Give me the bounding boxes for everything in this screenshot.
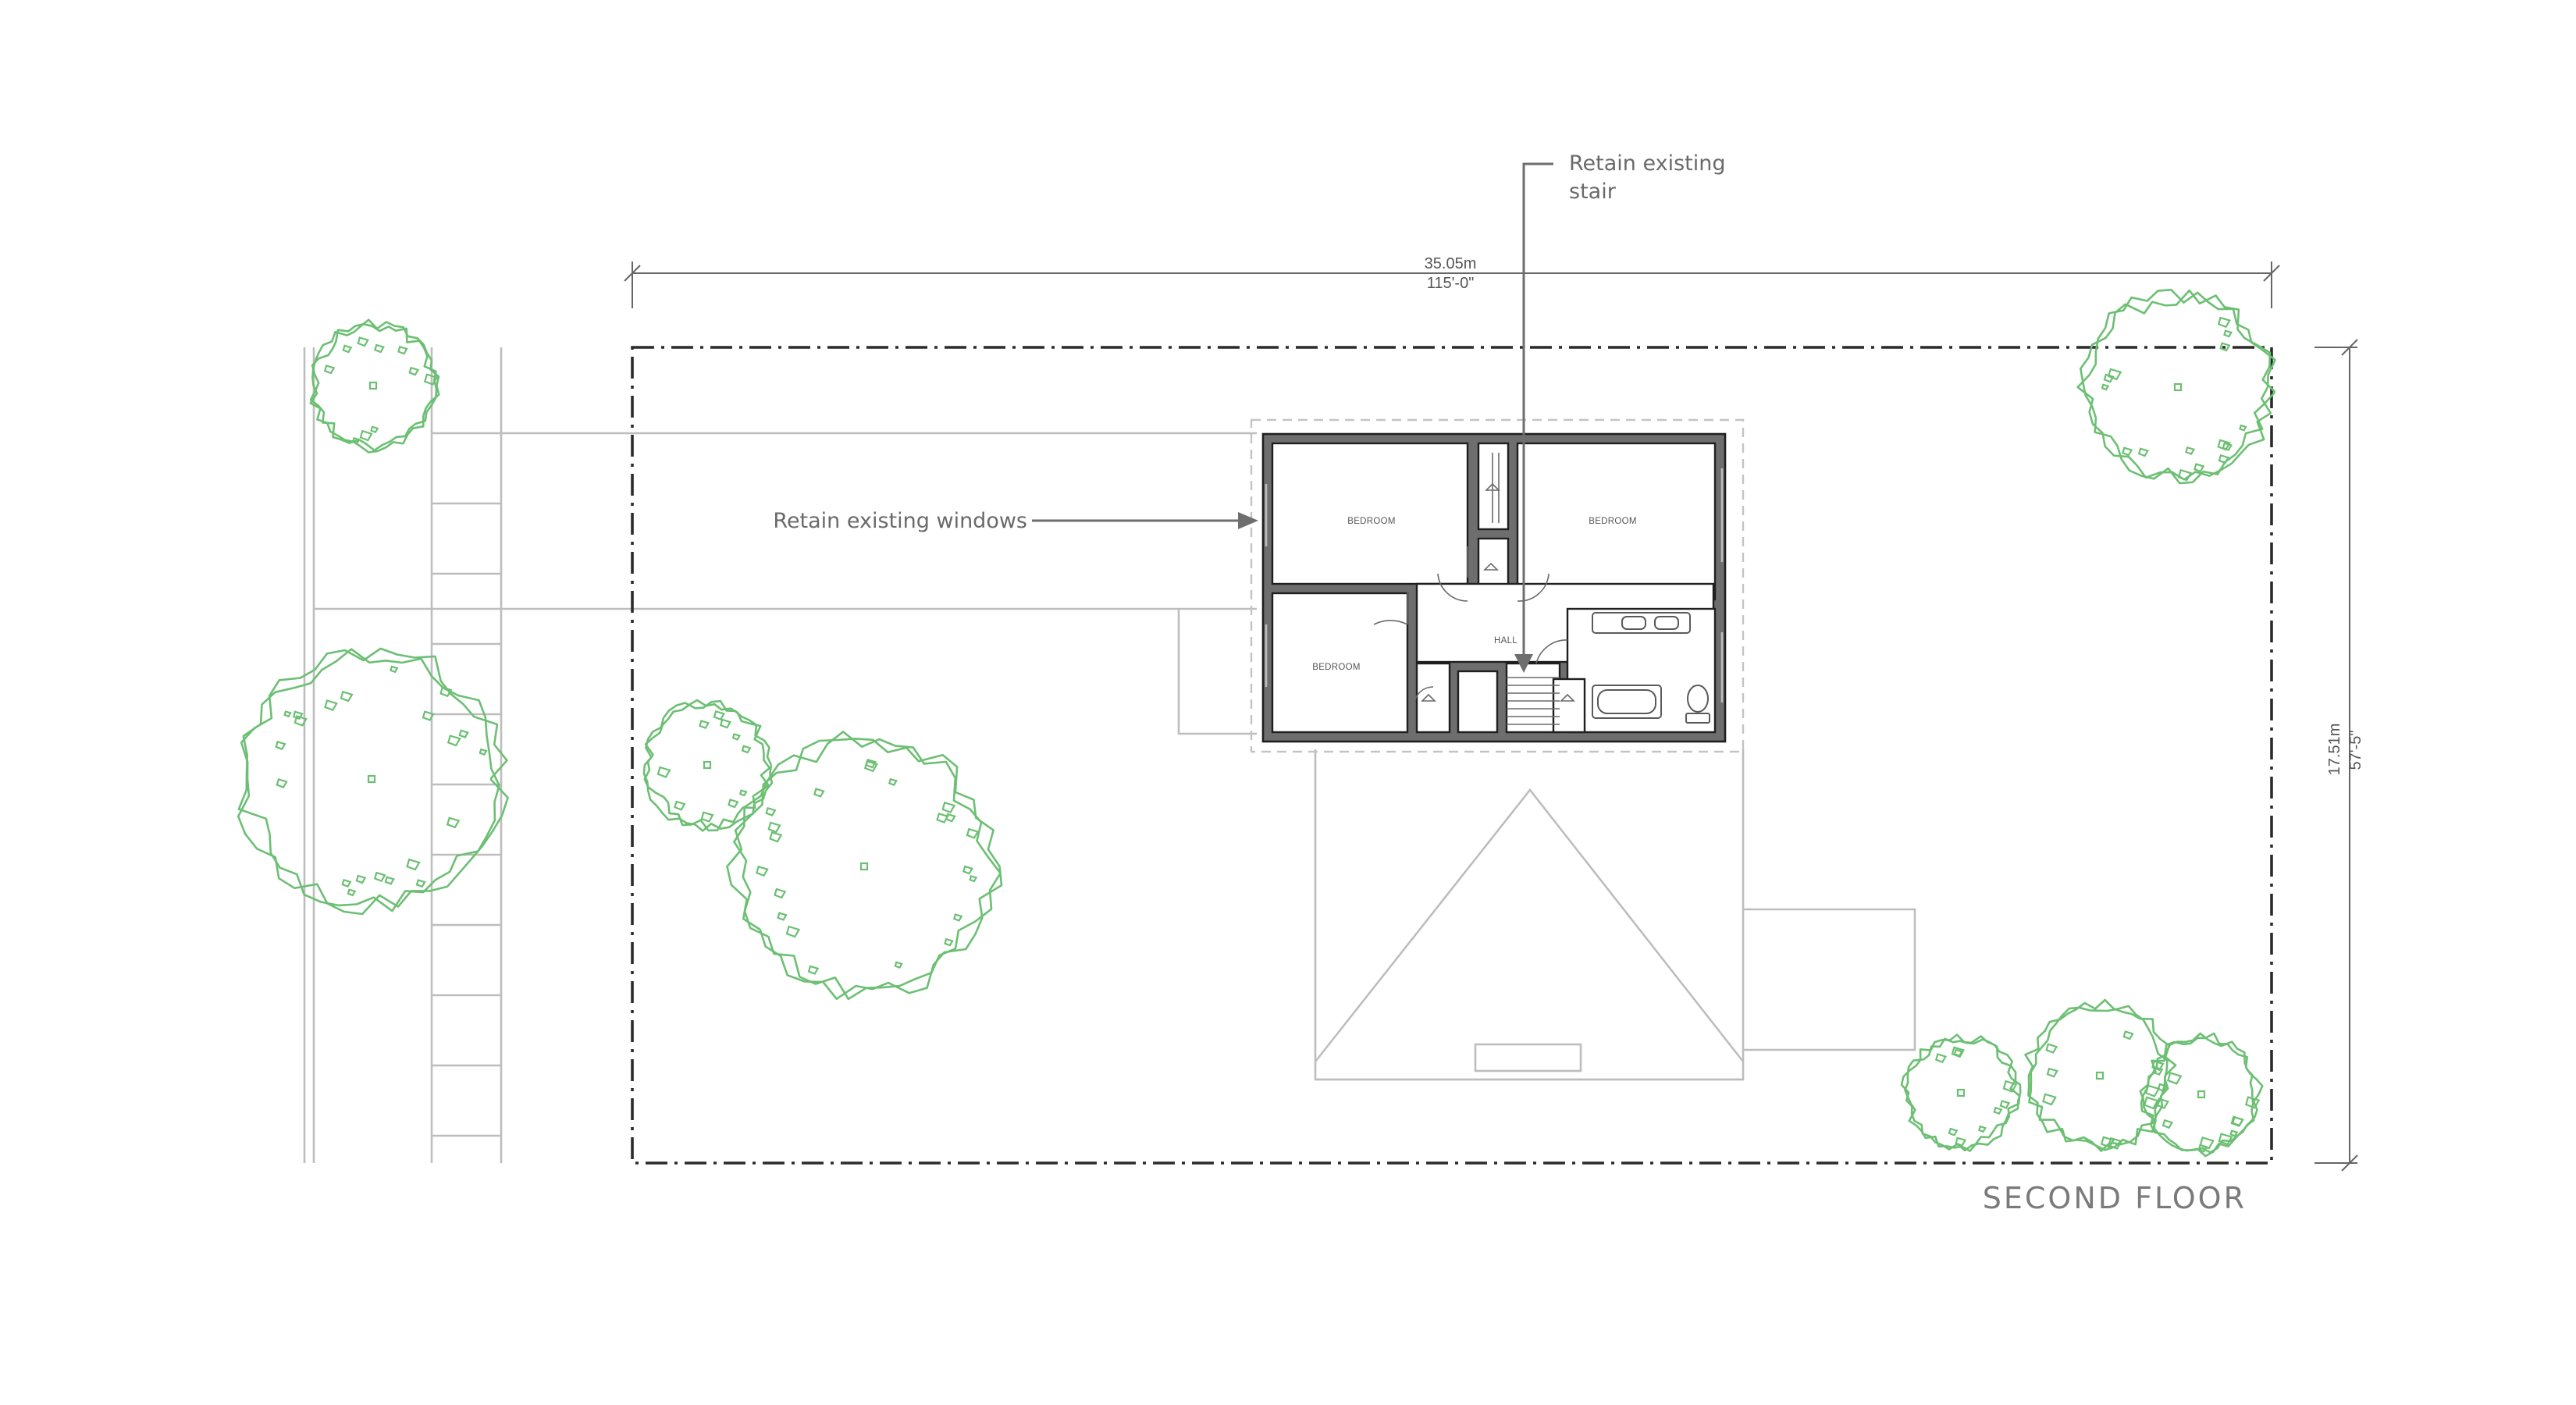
floor-plan <box>1261 432 1727 743</box>
tree-rear-mid <box>2024 998 2177 1152</box>
stair-note-line1: Retain existing <box>1569 151 1726 176</box>
closet-top <box>1477 442 1510 531</box>
stair-note-line2: stair <box>1569 180 1617 204</box>
closet-bottom-left <box>1415 662 1451 734</box>
room-bedroom-top-right <box>1516 442 1717 601</box>
windows-leader <box>1032 512 1258 529</box>
tree-rear-corner <box>2076 288 2276 485</box>
tree-rear-right <box>2139 1032 2264 1158</box>
stair-well <box>1505 662 1561 734</box>
hall-label: HALL <box>1494 636 1517 646</box>
tree-rear-left <box>1900 1033 2022 1152</box>
bedroom-top-right-label: BEDROOM <box>1589 517 1637 526</box>
house-outline <box>1250 418 1745 753</box>
context-lines <box>314 432 1257 735</box>
trees <box>237 288 2276 1158</box>
windows-note: Retain existing windows <box>773 509 1027 533</box>
width-metric-label: 35.05m <box>1425 255 1477 272</box>
tree-street-small <box>309 318 440 454</box>
closet-bottom <box>1457 670 1499 734</box>
width-dimension <box>624 261 2280 308</box>
tree-front-small <box>642 699 774 832</box>
room-bedroom-bottom-left <box>1271 592 1409 734</box>
lower-roof <box>1314 749 1916 1081</box>
depth-dimension <box>2314 339 2358 1172</box>
tree-front-large <box>726 731 1003 1001</box>
closet-bath <box>1552 678 1586 734</box>
sidewalk <box>303 347 503 1163</box>
bedroom-bottom-left-label: BEDROOM <box>1312 663 1361 672</box>
stair-leader <box>1514 162 1553 673</box>
depth-metric-label: 17.51m <box>2326 724 2343 776</box>
drawing-title: SECOND FLOOR <box>1983 1181 2247 1215</box>
tree-street-large <box>237 647 509 916</box>
width-imperial-label: 115'-0" <box>1427 275 1475 292</box>
lot-boundary <box>631 346 2273 1165</box>
bedroom-top-left-label: BEDROOM <box>1347 517 1396 526</box>
depth-imperial-label: 57'-5" <box>2347 731 2364 770</box>
room-bedroom-top-left <box>1271 442 1469 585</box>
